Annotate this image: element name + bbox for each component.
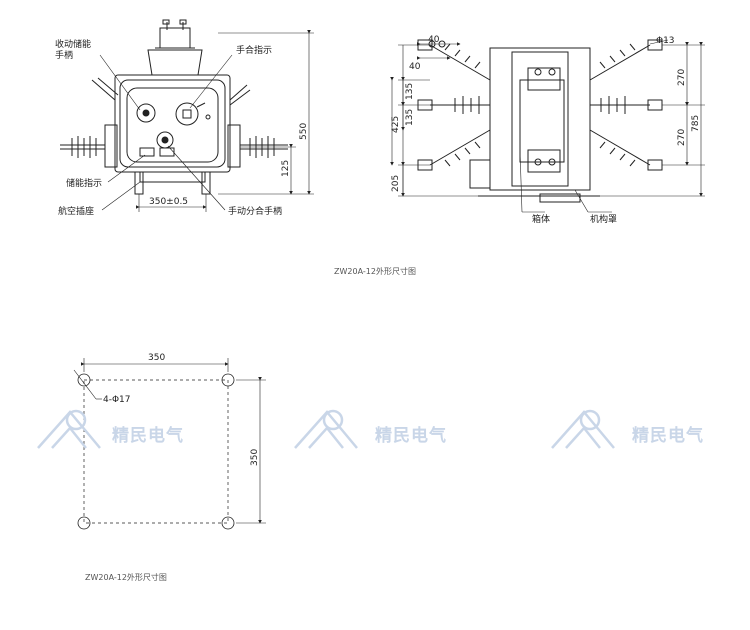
front-view	[60, 19, 314, 212]
brand-name: 精民电气	[375, 425, 447, 446]
dim-425: 425	[391, 116, 401, 133]
brand-name: 精民电气	[632, 425, 704, 446]
dim-205: 205	[391, 175, 401, 192]
bottom-caption: ZW20A-12外形尺寸图	[85, 572, 167, 582]
manual-open-close-handle-label: 手动分合手柄	[228, 205, 282, 217]
dim-270-lower: 270	[677, 129, 687, 146]
watermark-2: 精民电气	[294, 409, 447, 449]
mount-dim-height: 350	[250, 449, 260, 466]
watermark-1: 精民电气	[37, 409, 184, 449]
mount-dim-width: 350	[148, 353, 165, 363]
mount-hole-spec: 4-Φ17	[103, 395, 131, 405]
dim-135-upper: 135	[405, 83, 415, 100]
top-terminal	[147, 19, 203, 76]
dim-135-lower: 135	[405, 109, 415, 126]
front-left-bushing	[60, 124, 118, 168]
dim-785: 785	[691, 115, 701, 132]
brand-logo-icon	[294, 409, 358, 449]
box-body-label: 箱体	[532, 213, 550, 225]
mechanism-cover-label: 机构罩	[590, 213, 617, 225]
mount-hole-bl	[77, 516, 91, 530]
dim-270-upper: 270	[677, 69, 687, 86]
manual-close-indicator-label: 手合指示	[236, 44, 272, 56]
mount-hole-tr	[221, 373, 235, 387]
manual-storage-handle-label-2: 手柄	[55, 49, 73, 61]
watermark-3: 精民电气	[551, 409, 704, 449]
dim-40-top: 40	[428, 35, 440, 45]
manual-storage-handle-label: 收动储能	[55, 38, 91, 50]
mount-plan	[73, 358, 266, 530]
close-indicator-dial	[175, 102, 199, 126]
side-main-tank	[489, 47, 591, 191]
aviation-socket-label: 航空插座	[58, 205, 94, 217]
side-view	[390, 39, 705, 213]
front-right-bushing	[227, 124, 288, 168]
brand-logo-icon	[37, 409, 101, 449]
side-right-bushings	[589, 39, 663, 171]
storage-handle-knob	[136, 103, 156, 123]
top-caption: ZW20A-12外形尺寸图	[334, 266, 416, 276]
dim-40-second: 40	[409, 62, 421, 72]
dim-hole-13: Φ13	[656, 36, 675, 46]
brand-name: 精民电气	[112, 425, 184, 446]
mount-hole-br	[221, 516, 235, 530]
mount-hole-tl	[77, 373, 91, 387]
dim-350-tolerance: 350±0.5	[149, 197, 188, 207]
storage-indicator-label: 储能指示	[66, 177, 102, 189]
dim-125: 125	[281, 160, 291, 177]
brand-logo-icon	[551, 409, 615, 449]
dim-550: 550	[299, 123, 309, 140]
